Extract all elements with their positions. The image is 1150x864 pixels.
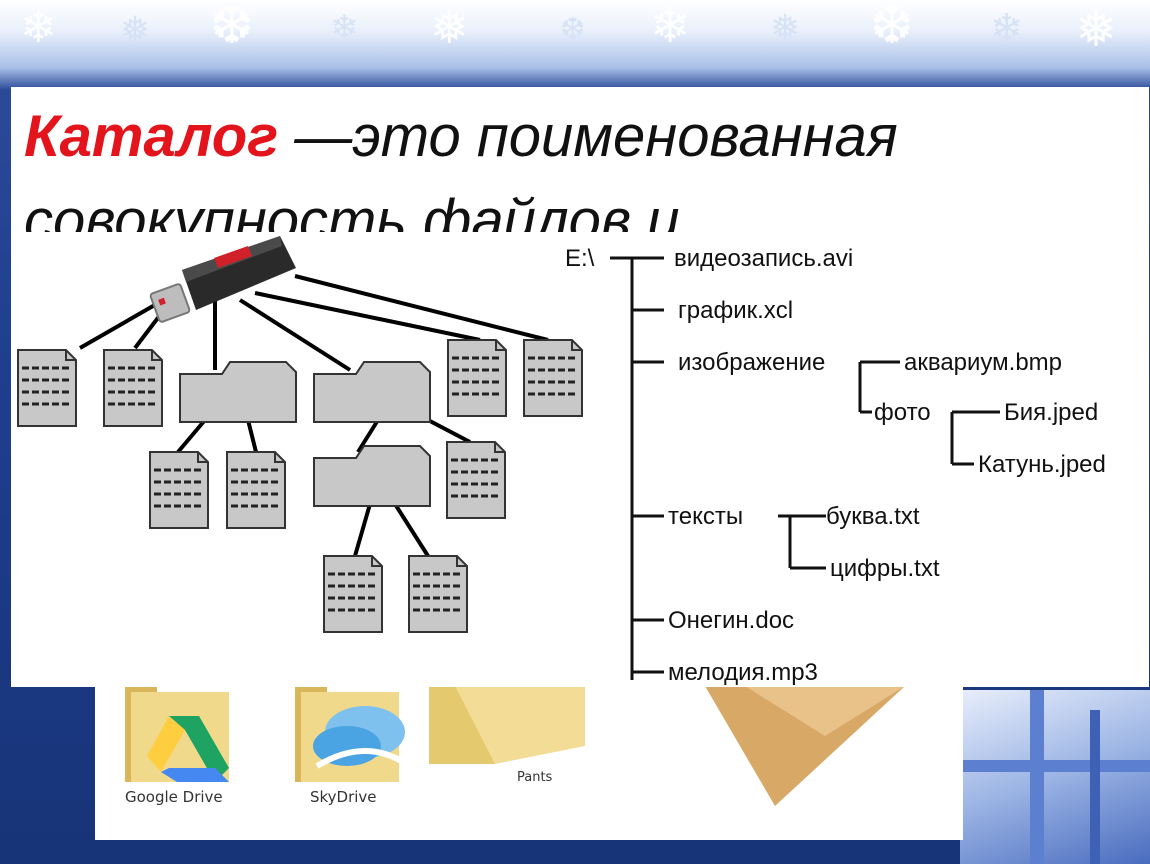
- folder-icon: [179, 361, 297, 423]
- tree-item-bukva: буква.txt: [826, 503, 920, 530]
- folder-label-skydrive: SkyDrive: [310, 788, 377, 806]
- pants-folder-icon[interactable]: [425, 686, 595, 766]
- snowflake-icon: ❆: [560, 12, 586, 47]
- title-line-1: Каталог —это поименованная: [24, 103, 898, 170]
- doc-icon: [446, 441, 506, 519]
- snowflake-icon: ❅: [120, 10, 151, 51]
- doc-icon: [149, 451, 209, 529]
- folder-icons-panel: Google Drive SkyDrive Pants: [95, 686, 963, 840]
- snowflake-icon: ❅: [430, 0, 469, 54]
- tree-item-biya: Бия.jped: [1004, 399, 1098, 426]
- doc-icon: [17, 349, 77, 427]
- open-folder-icon[interactable]: [705, 686, 905, 806]
- doc-icon: [323, 555, 383, 633]
- tree-item-onegin: Онегин.doc: [668, 607, 794, 634]
- snowflake-icon: ❅: [770, 8, 801, 49]
- tree-folder-image: изображение: [678, 349, 825, 376]
- connector-lines: [79, 274, 549, 558]
- frost-background: [0, 0, 1150, 90]
- tree-root: E:\: [565, 245, 595, 272]
- gift-boxes-decoration: [960, 690, 1150, 864]
- snowflake-icon: ❄: [20, 2, 57, 53]
- title-term: Каталог: [24, 104, 279, 169]
- tree-folder-photo: фото: [874, 399, 931, 426]
- doc-icon: [408, 555, 468, 633]
- tree-item-melody: мелодия.mp3: [668, 659, 818, 686]
- title-line-2: совокупность файлов и: [24, 188, 680, 232]
- folder-icon: [313, 445, 431, 507]
- folder-label-google-drive: Google Drive: [125, 788, 223, 806]
- doc-icon: [447, 339, 507, 417]
- tree-item-aquarium: аквариум.bmp: [904, 349, 1062, 376]
- slide-title: Каталог —это поименованная совокупность …: [11, 87, 1149, 232]
- snowflake-icon: ❅: [1075, 0, 1117, 58]
- usb-drive-icon: [149, 236, 296, 323]
- google-drive-folder-icon[interactable]: [117, 686, 237, 790]
- tree-item-katun: Катунь.jped: [978, 451, 1106, 478]
- folder-icon: [313, 361, 431, 423]
- folders: [179, 361, 431, 507]
- snowflake-icon: ❄: [990, 6, 1024, 52]
- tree-lines: [610, 256, 1000, 680]
- file-documents: [17, 339, 583, 633]
- folder-label-pants: Pants: [517, 770, 553, 785]
- title-definition-start: —это поименованная: [278, 104, 898, 169]
- skydrive-folder-icon[interactable]: [287, 686, 417, 790]
- snowflake-icon: ❆: [870, 0, 914, 56]
- tree-item-graph: график.xcl: [678, 297, 793, 324]
- tree-item-video: видеозапись.avi: [674, 245, 853, 272]
- snowflake-icon: ❄: [330, 8, 359, 48]
- doc-icon: [523, 339, 583, 417]
- snowflake-icon: ❄: [650, 0, 691, 54]
- doc-icon: [226, 451, 286, 529]
- tree-folder-texts: тексты: [668, 503, 743, 530]
- doc-icon: [103, 349, 163, 427]
- snowflake-icon: ❆: [210, 0, 254, 56]
- tree-item-cifry: цифры.txt: [830, 555, 940, 582]
